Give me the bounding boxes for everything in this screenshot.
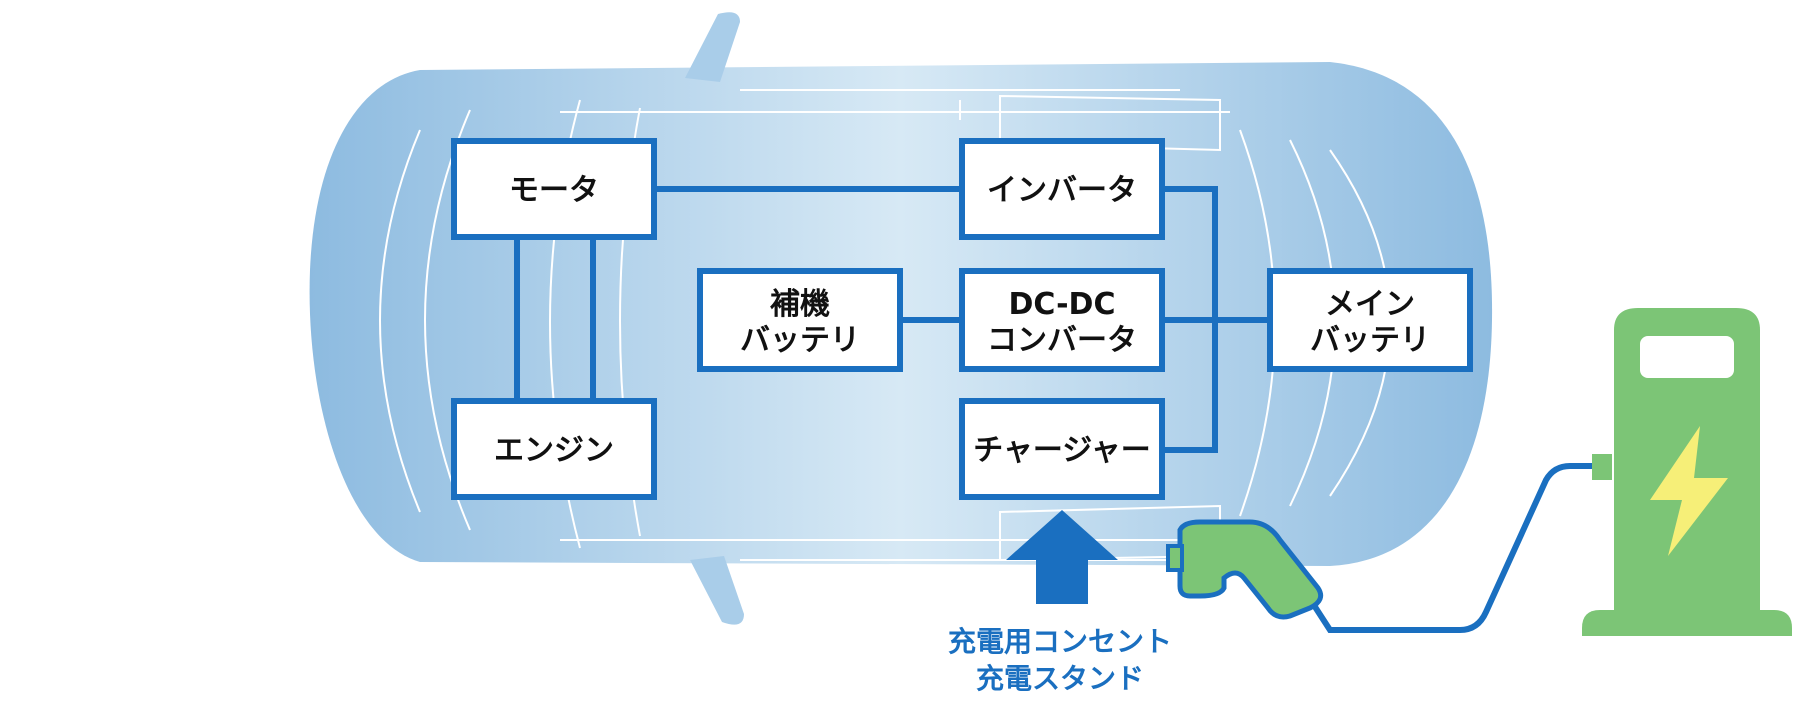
charging-station-icon bbox=[1582, 308, 1792, 636]
box-aux-battery-label-1: 補機 bbox=[769, 287, 830, 322]
box-engine-label: エンジン bbox=[494, 433, 614, 468]
side-mirror-bottom bbox=[690, 556, 744, 625]
box-charger-label: チャージャー bbox=[973, 433, 1151, 468]
box-inverter-label: インバータ bbox=[987, 173, 1137, 208]
box-motor-label: モータ bbox=[509, 173, 599, 208]
box-inverter: インバータ bbox=[959, 138, 1165, 240]
box-main-battery-label-2: バッテリ bbox=[1310, 323, 1430, 358]
box-dcdc-label-2: コンバータ bbox=[987, 323, 1137, 358]
box-aux-battery-label-2: バッテリ bbox=[740, 323, 860, 358]
charging-cable bbox=[1305, 463, 1598, 633]
connector-lines bbox=[514, 186, 1270, 453]
box-motor: モータ bbox=[451, 138, 657, 240]
caption-outlet: 充電用コンセント bbox=[948, 625, 1172, 658]
box-aux-battery: 補機 バッテリ bbox=[697, 268, 903, 372]
caption-station: 充電スタンド bbox=[976, 662, 1144, 695]
lightning-bolt-icon bbox=[1650, 426, 1728, 556]
charging-plug-icon bbox=[1166, 519, 1324, 620]
up-arrow-icon bbox=[1006, 510, 1118, 604]
box-engine: エンジン bbox=[451, 398, 657, 500]
box-charger: チャージャー bbox=[959, 398, 1165, 500]
side-mirror-top bbox=[685, 12, 740, 83]
box-main-battery-label-1: メイン bbox=[1325, 287, 1415, 322]
box-dcdc-converter: DC-DC コンバータ bbox=[959, 268, 1165, 372]
box-dcdc-label-1: DC-DC bbox=[1009, 287, 1116, 322]
box-main-battery: メイン バッテリ bbox=[1267, 268, 1473, 372]
